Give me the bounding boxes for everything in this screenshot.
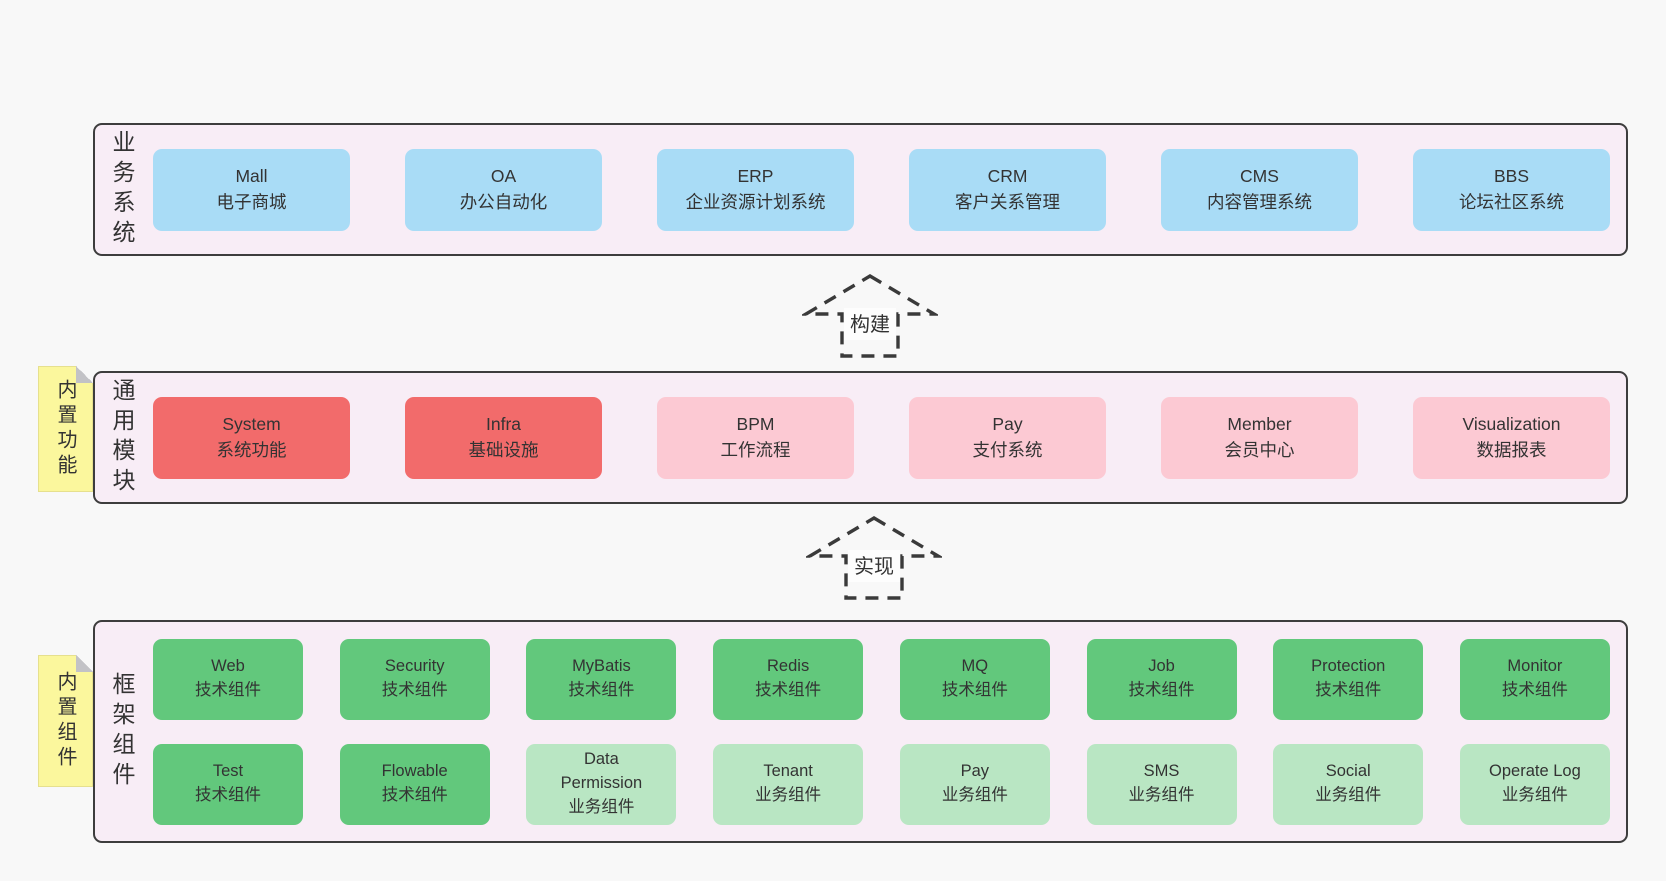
- box-pay-system: Pay 支付系统: [909, 396, 1106, 479]
- note-built-in-components: 内置组件: [38, 655, 93, 787]
- box-flowable: Flowable 技术组件: [339, 743, 490, 825]
- box-member: Member 会员中心: [1161, 396, 1358, 479]
- box-data-permission: Data Permission 业务组件: [526, 743, 677, 825]
- folded-corner-icon: [76, 366, 93, 383]
- box-infra: Infra 基础设施: [405, 396, 602, 479]
- layer-label-business-systems: 业务系统: [109, 129, 135, 250]
- box-security: Security 技术组件: [339, 638, 490, 720]
- layer-business-systems: 业务系统 Mall 电子商城 OA 办公自动化 ERP 企业资源计划系统 CRM…: [93, 123, 1628, 256]
- box-monitor: Monitor 技术组件: [1459, 638, 1610, 720]
- note-built-in-features: 内置功能: [38, 366, 93, 492]
- component-boxes: Web 技术组件 Security 技术组件 MyBatis 技术组件 Redi…: [149, 622, 1610, 841]
- box-bpm: BPM 工作流程: [657, 396, 854, 479]
- folded-corner-icon: [76, 655, 93, 672]
- box-bbs: BBS 论坛社区系统: [1413, 148, 1610, 231]
- box-crm: CRM 客户关系管理: [909, 148, 1106, 231]
- box-oa: OA 办公自动化: [405, 148, 602, 231]
- arrow-build: 构建: [802, 272, 938, 360]
- box-sms: SMS 业务组件: [1086, 743, 1237, 825]
- box-test: Test 技术组件: [153, 743, 303, 825]
- arrow-implement-label: 实现: [854, 555, 894, 578]
- box-erp: ERP 企业资源计划系统: [657, 148, 854, 231]
- layer-label-framework-components: 框架组件: [109, 671, 135, 792]
- layer-framework-components: 框架组件 Web 技术组件 Security 技术组件 MyBatis 技术组件…: [93, 620, 1628, 843]
- note-components-label: 内置组件: [54, 671, 76, 771]
- note-features-label: 内置功能: [54, 379, 76, 479]
- box-mall: Mall 电子商城: [153, 148, 350, 231]
- box-mq: MQ 技术组件: [899, 638, 1050, 720]
- box-cms: CMS 内容管理系统: [1161, 148, 1358, 231]
- layer-common-modules: 通用模块 System 系统功能 Infra 基础设施 BPM 工作流程 Pay…: [93, 371, 1628, 504]
- box-system: System 系统功能: [153, 396, 350, 479]
- box-redis: Redis 技术组件: [713, 638, 864, 720]
- box-web: Web 技术组件: [153, 638, 303, 720]
- arrow-build-label: 构建: [850, 313, 890, 336]
- business-boxes: Mall 电子商城 OA 办公自动化 ERP 企业资源计划系统 CRM 客户关系…: [149, 125, 1610, 254]
- box-protection: Protection 技术组件: [1273, 638, 1424, 720]
- up-arrow-icon: 实现: [806, 516, 942, 600]
- box-social: Social 业务组件: [1273, 743, 1424, 825]
- box-tenant: Tenant 业务组件: [713, 743, 864, 825]
- box-pay-component: Pay 业务组件: [899, 743, 1050, 825]
- layer-label-common-modules: 通用模块: [109, 377, 135, 498]
- up-arrow-icon: 构建: [802, 274, 938, 358]
- box-job: Job 技术组件: [1086, 638, 1237, 720]
- box-operate-log: Operate Log 业务组件: [1459, 743, 1610, 825]
- component-row-1: Web 技术组件 Security 技术组件 MyBatis 技术组件 Redi…: [153, 638, 1610, 720]
- box-visualization: Visualization 数据报表: [1413, 396, 1610, 479]
- box-mybatis: MyBatis 技术组件: [526, 638, 677, 720]
- component-row-2: Test 技术组件 Flowable 技术组件 Data Permission …: [153, 743, 1610, 825]
- module-boxes: System 系统功能 Infra 基础设施 BPM 工作流程 Pay 支付系统…: [149, 373, 1610, 502]
- arrow-implement: 实现: [806, 514, 942, 602]
